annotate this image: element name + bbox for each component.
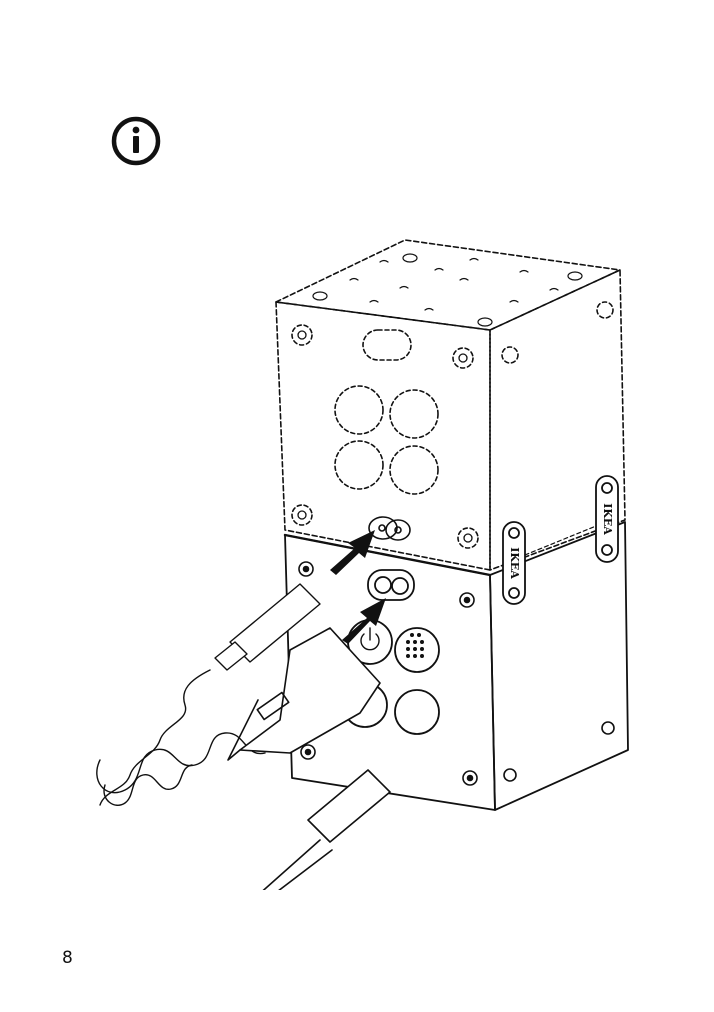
insert-arrow-upper [330, 530, 375, 575]
upper-screws [297, 330, 473, 543]
brand-label-front: IKEA [508, 547, 521, 579]
connector-clip-front [502, 521, 526, 605]
power-plug [227, 627, 381, 761]
page-number: 8 [62, 948, 73, 968]
upper-module-outline [275, 239, 626, 571]
brand-label-side: IKEA [601, 503, 614, 535]
coiled-cable [96, 583, 321, 806]
lower-screws [298, 561, 615, 786]
top-face-marks [312, 253, 583, 327]
bottom-cable [262, 769, 391, 890]
connector-clip-side [595, 475, 619, 563]
upper-figure8-socket [368, 516, 411, 541]
lower-figure8-socket [367, 569, 415, 601]
insert-arrow-lower [342, 598, 386, 644]
speaker-grille [406, 633, 424, 658]
assembly-illustration: IKEA IKEA [96, 239, 629, 890]
upper-face-cutouts [291, 301, 614, 549]
info-icon [111, 116, 161, 166]
